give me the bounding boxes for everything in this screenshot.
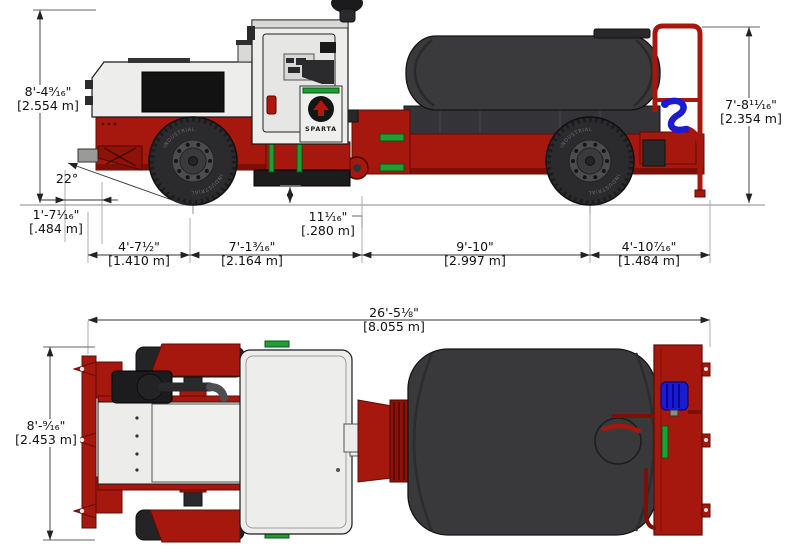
top-engine-deck bbox=[97, 370, 243, 491]
radiator-grille bbox=[141, 71, 225, 113]
tank-hatch bbox=[593, 28, 651, 39]
top-wheel-right bbox=[135, 509, 245, 543]
dim-ground-clearance: 11¹⁄₁₆" [.280 m] bbox=[301, 210, 355, 238]
dim-imperial: 22° bbox=[55, 171, 79, 186]
side-view: SPARTA INDUSTRIAL INDUSTRIAL bbox=[20, 0, 765, 263]
blue-hose bbox=[662, 97, 690, 134]
dim-metric: [2.554 m] bbox=[17, 98, 79, 113]
dim-imperial: 4'-7½" bbox=[118, 239, 160, 254]
dim-imperial: 1'-7¹⁄₁₆" bbox=[32, 207, 80, 222]
dim-metric: [2.453 m] bbox=[15, 432, 77, 447]
dim-metric: [2.354 m] bbox=[720, 111, 782, 126]
articulation bbox=[341, 109, 411, 180]
dim-imperial: 9'-10" bbox=[456, 239, 494, 254]
engine-hood bbox=[85, 40, 256, 118]
top-tank bbox=[407, 348, 657, 536]
top-view bbox=[43, 316, 711, 543]
manhole-handle bbox=[601, 423, 642, 434]
brand-text: SPARTA bbox=[305, 125, 337, 133]
step-post bbox=[268, 143, 275, 173]
dim-overall-height: 8'-4⁹⁄₁₆" [2.554 m] bbox=[14, 85, 82, 113]
water-tank bbox=[405, 28, 661, 111]
top-rear-platform bbox=[612, 344, 711, 536]
dim-imperial: 11¹⁄₁₆" bbox=[308, 209, 348, 224]
dim-imperial: 7'-1³⁄₁₆" bbox=[228, 239, 276, 254]
dim-rear-height: 7'-8¹¹⁄₁₆" [2.354 m] bbox=[717, 98, 785, 126]
beacon-light bbox=[331, 0, 363, 13]
dim-metric: [8.055 m] bbox=[363, 319, 425, 334]
dim-metric: [.280 m] bbox=[301, 223, 355, 238]
dim-imperial: 8'-4⁹⁄₁₆" bbox=[24, 84, 72, 99]
fire-extinguisher bbox=[266, 95, 277, 115]
dim-metric: [2.164 m] bbox=[221, 253, 283, 268]
dim-metric: [2.997 m] bbox=[444, 253, 506, 268]
dim-overall-length: 26'-5⅛" [8.055 m] bbox=[363, 306, 425, 334]
cab-lamp bbox=[339, 8, 356, 23]
step-post bbox=[296, 143, 303, 173]
blue-valve bbox=[660, 381, 689, 411]
rear-wheel: INDUSTRIAL INDUSTRIAL bbox=[545, 116, 635, 214]
exhaust-elbow bbox=[206, 383, 228, 402]
dim-front-overhang: 1'-7¹⁄₁₆" [.484 m] bbox=[29, 208, 83, 236]
top-cab-roof bbox=[239, 340, 360, 539]
dim-hitch-to-rear-axle: 9'-10" [2.997 m] bbox=[444, 240, 506, 268]
top-wheel-left bbox=[135, 343, 245, 378]
dim-front-axle-to-hitch: 7'-1³⁄₁₆" [2.164 m] bbox=[221, 240, 283, 268]
dim-metric: [1.484 m] bbox=[618, 253, 680, 268]
dim-overall-width: 8'-⁹⁄₁₆" [2.453 m] bbox=[12, 419, 80, 447]
dim-imperial: 4'-10⁷⁄₁₆" bbox=[621, 239, 677, 254]
dim-imperial: 26'-5⅛" bbox=[369, 305, 419, 320]
rear-handrail bbox=[639, 23, 706, 198]
dim-rear-axle-to-tail: 4'-10⁷⁄₁₆" [1.484 m] bbox=[618, 240, 680, 268]
green-marker bbox=[661, 425, 669, 459]
dim-approach-angle: 22° bbox=[56, 172, 78, 186]
top-articulation bbox=[343, 399, 409, 483]
dim-bumper-to-front-axle: 4'-7½" [1.410 m] bbox=[108, 240, 170, 268]
dim-imperial: 8'-⁹⁄₁₆" bbox=[26, 418, 66, 433]
operator-cab: SPARTA bbox=[247, 0, 363, 145]
dim-metric: [.484 m] bbox=[29, 221, 83, 236]
dim-metric: [1.410 m] bbox=[108, 253, 170, 268]
front-wheel: INDUSTRIAL INDUSTRIAL bbox=[148, 116, 238, 214]
dim-imperial: 7'-8¹¹⁄₁₆" bbox=[725, 97, 777, 112]
tow-hitch bbox=[77, 148, 99, 163]
seat bbox=[302, 60, 334, 84]
fender bbox=[149, 509, 241, 543]
